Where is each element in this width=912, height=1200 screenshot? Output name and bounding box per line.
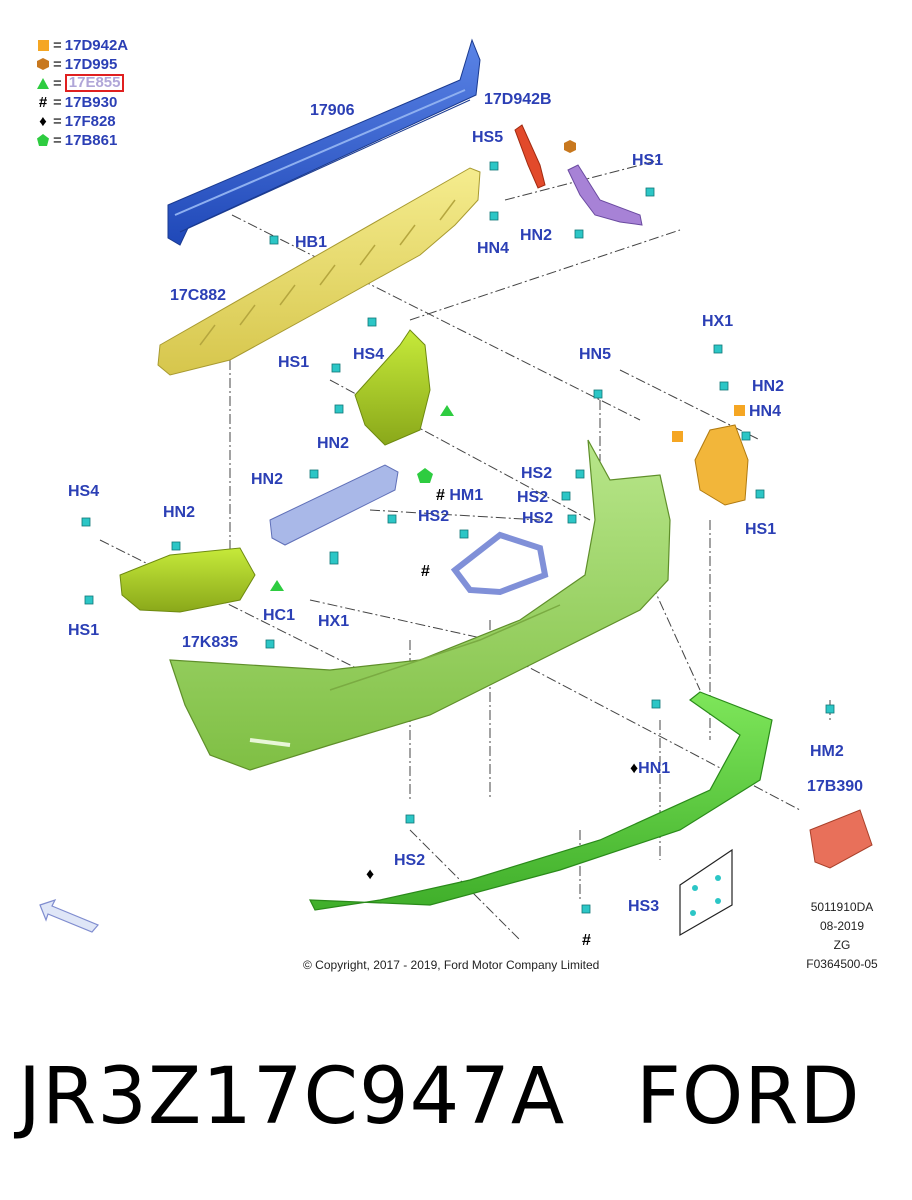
legend-row-17B861: = 17B861: [36, 131, 117, 149]
leader-lines: [99, 159, 831, 941]
callout-hn2-right: HN2: [752, 378, 785, 395]
hash-marker: #: [421, 563, 430, 580]
callout-hn4-right: HN4: [749, 403, 782, 420]
callout-hs2-b: HS2: [517, 489, 549, 506]
legend-row-17E855: = 17E855: [36, 74, 125, 92]
retainer-17B861: [269, 464, 399, 546]
legend-code: 17D942A: [64, 36, 129, 54]
rear-bumper-beam: [167, 38, 481, 246]
callout-hs1-right: HS1: [745, 521, 777, 538]
legend-row-17D995: = 17D995: [36, 55, 117, 73]
legend-code: 17B861: [64, 131, 118, 149]
diamond-marker: ♦: [366, 866, 375, 883]
callout-hc1: HC1: [263, 607, 296, 624]
exploded-parts-diagram: [39, 38, 873, 941]
brand-name: FORD: [636, 1052, 861, 1142]
legend-code: 17B930: [64, 93, 118, 111]
callout-hn5: HN5: [579, 346, 612, 363]
callout-hs2-a: HS2: [521, 465, 553, 482]
callout-17C882: 17C882: [170, 287, 227, 304]
bracket-17D995: [567, 164, 643, 226]
doc-zg: ZG: [833, 938, 851, 952]
callout-hn2-left: HN2: [163, 504, 196, 521]
callout-17K835: 17K835: [182, 634, 239, 651]
callout-17D942B: 17D942B: [484, 91, 552, 108]
callout-hs2-bottom: HS2: [394, 852, 426, 869]
callout-hx1-mid: HX1: [318, 613, 350, 630]
doc-date: 08-2019: [819, 919, 865, 933]
direction-arrow-icon: [39, 898, 99, 933]
callout-hs4-mid: HS4: [353, 346, 385, 363]
callout-hm2: HM2: [810, 743, 844, 760]
hash-icon: #: [436, 487, 445, 504]
copyright-notice: © Copyright, 2017 - 2019, Ford Motor Com…: [303, 958, 600, 972]
callout-hs5: HS5: [472, 129, 504, 146]
callout-hn2-mid: HN2: [317, 435, 350, 452]
diamond-icon: ♦: [630, 760, 639, 777]
legend-row-17D942A: = 17D942A: [36, 36, 128, 54]
callout-hn2-left2: HN2: [251, 471, 284, 488]
side-absorber-lower: [119, 547, 256, 613]
bracket-17D942B: [514, 124, 546, 189]
green-triangle-icon: [36, 77, 50, 89]
callout-hs1-mid: HS1: [278, 354, 310, 371]
callout-hs1-top: HS1: [632, 152, 664, 169]
legend-code: 17F828: [64, 112, 116, 130]
clip-markers: [81, 161, 835, 914]
side-absorber-upper: [354, 329, 431, 446]
legend-row-17B930: # = 17B930: [36, 93, 117, 111]
doc-id: 5011910DA: [810, 900, 874, 914]
callout-hs2-c: HS2: [522, 510, 554, 527]
frame-hm1: [450, 531, 549, 596]
part-number: JR3Z17C947A: [18, 1052, 566, 1142]
callout-hs3: HS3: [628, 898, 660, 915]
hs3-clip-box: [679, 848, 733, 937]
hash-icon: #: [38, 93, 48, 111]
callout-hs2-mid: HS2: [418, 508, 450, 525]
callout-hn1: ♦HN1: [630, 760, 671, 777]
callout-hb1: HB1: [295, 234, 328, 251]
bracket-17B390: [809, 809, 873, 869]
callout-hn2-top: HN2: [520, 227, 553, 244]
hash-marker-bottom: #: [582, 932, 591, 949]
legend-code: 17D995: [64, 55, 118, 73]
bumper-cover-17K835: [169, 439, 671, 771]
brown-hexagon-icon: [36, 58, 50, 70]
legend-row-17F828: ♦ = 17F828: [36, 112, 116, 130]
callout-hn4-top: HN4: [477, 240, 510, 257]
legend-code-highlighted: 17E855: [64, 74, 125, 92]
lower-valance: [309, 691, 773, 911]
callout-17906: 17906: [310, 102, 355, 119]
bracket-17D942A: [694, 424, 749, 506]
callout-hs4-left: HS4: [68, 483, 100, 500]
callout-hx1-right: HX1: [702, 313, 734, 330]
green-pentagon-icon: [36, 134, 50, 146]
diamond-icon: ♦: [39, 112, 47, 130]
energy-absorber: [157, 167, 481, 376]
callout-hs1-left: HS1: [68, 622, 100, 639]
figure-id: F0364500-05: [806, 957, 878, 971]
callout-hm1: # HM1: [436, 487, 484, 504]
symbol-markers: [270, 140, 745, 591]
callout-17B390: 17B390: [807, 778, 864, 795]
orange-square-icon: [36, 39, 50, 51]
